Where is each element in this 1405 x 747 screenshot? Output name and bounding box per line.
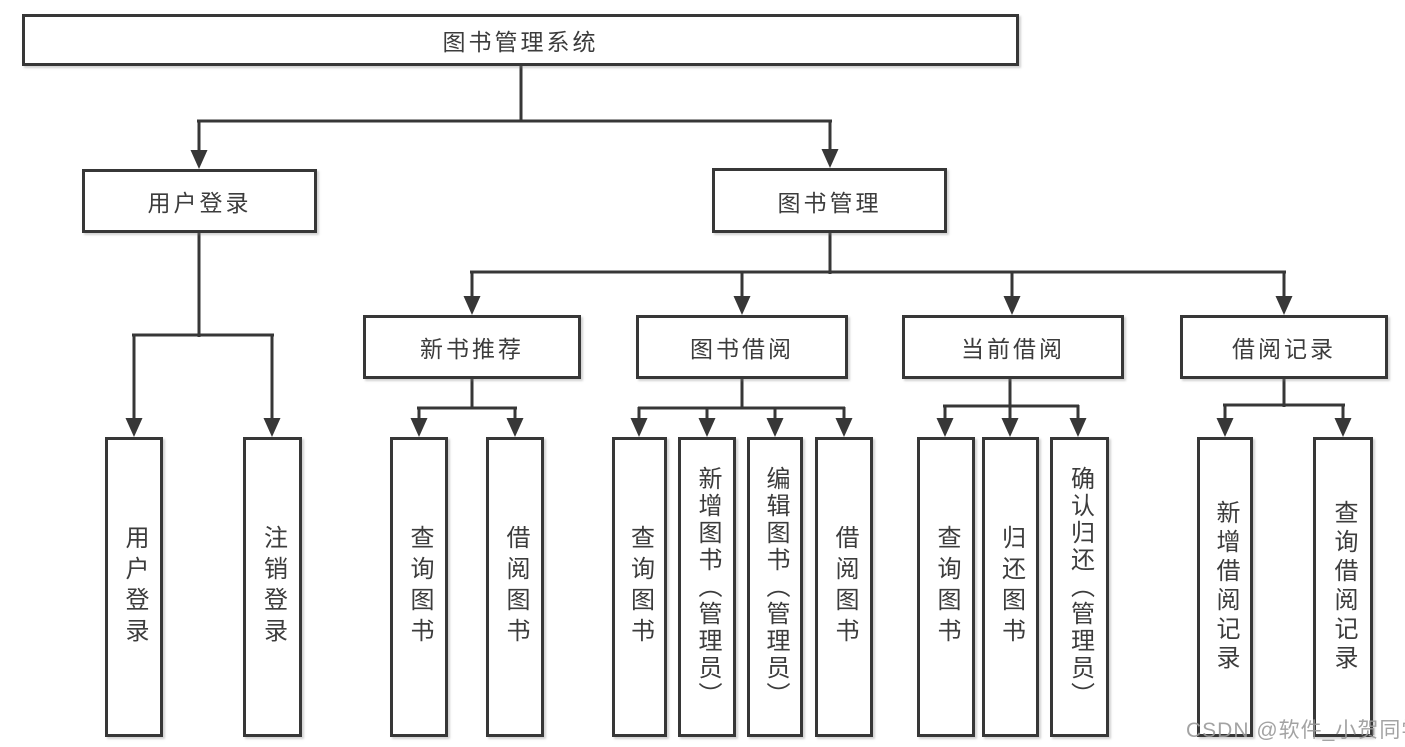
- node-current-borrow-label: 当前借阅: [961, 336, 1065, 362]
- leaf-borrow-books-recommend: 借阅图书: [486, 437, 544, 737]
- leaf-borrow-books: 借阅图书: [815, 437, 873, 737]
- leaf-query-books-current-label: 查询图书: [933, 525, 960, 649]
- leaf-add-borrow-record-label: 新增借阅记录: [1212, 500, 1239, 674]
- leaf-logout-label: 注销登录: [259, 525, 287, 649]
- node-borrow-records: 借阅记录: [1180, 315, 1388, 379]
- node-current-borrow: 当前借阅: [902, 315, 1124, 379]
- node-root-label: 图书管理系统: [442, 29, 599, 55]
- leaf-add-book-admin-label: 新增图书（管理员）: [694, 465, 721, 709]
- leaf-confirm-return-admin: 确认归还（管理员）: [1050, 437, 1109, 737]
- leaf-query-books-current: 查询图书: [917, 437, 975, 737]
- leaf-query-books-recommend-label: 查询图书: [406, 525, 433, 649]
- node-book-management-label: 图书管理: [777, 189, 882, 216]
- leaf-query-books-recommend: 查询图书: [390, 437, 448, 737]
- leaf-query-borrow-record: 查询借阅记录: [1313, 437, 1373, 737]
- node-book-borrow: 图书借阅: [636, 315, 848, 379]
- leaf-add-borrow-record: 新增借阅记录: [1197, 437, 1253, 737]
- leaf-logout: 注销登录: [243, 437, 302, 737]
- node-new-book-recommend: 新书推荐: [363, 315, 581, 379]
- leaf-query-borrow-record-label: 查询借阅记录: [1330, 500, 1357, 674]
- node-book-management: 图书管理: [712, 168, 947, 233]
- leaf-edit-book-admin: 编辑图书（管理员）: [747, 437, 803, 737]
- watermark: CSDN @软件_小贺同学: [1186, 719, 1405, 742]
- leaf-user-login: 用户登录: [105, 437, 163, 737]
- leaf-return-books: 归还图书: [982, 437, 1039, 737]
- leaf-borrow-books-label: 借阅图书: [831, 525, 858, 649]
- leaf-confirm-return-admin-label: 确认归还（管理员）: [1066, 465, 1094, 709]
- leaf-borrow-books-recommend-label: 借阅图书: [502, 525, 529, 649]
- leaf-return-books-label: 归还图书: [997, 525, 1025, 649]
- node-root: 图书管理系统: [22, 14, 1019, 66]
- node-user-login: 用户登录: [82, 169, 317, 233]
- leaf-user-login-label: 用户登录: [121, 525, 148, 649]
- leaf-edit-book-admin-label: 编辑图书（管理员）: [762, 465, 789, 709]
- leaf-query-books-borrow: 查询图书: [612, 437, 667, 737]
- node-book-borrow-label: 图书借阅: [690, 336, 794, 362]
- leaf-query-books-borrow-label: 查询图书: [626, 525, 654, 649]
- node-new-book-recommend-label: 新书推荐: [420, 336, 524, 362]
- node-user-login-label: 用户登录: [147, 190, 252, 216]
- node-borrow-records-label: 借阅记录: [1232, 336, 1336, 362]
- leaf-add-book-admin: 新增图书（管理员）: [678, 437, 736, 737]
